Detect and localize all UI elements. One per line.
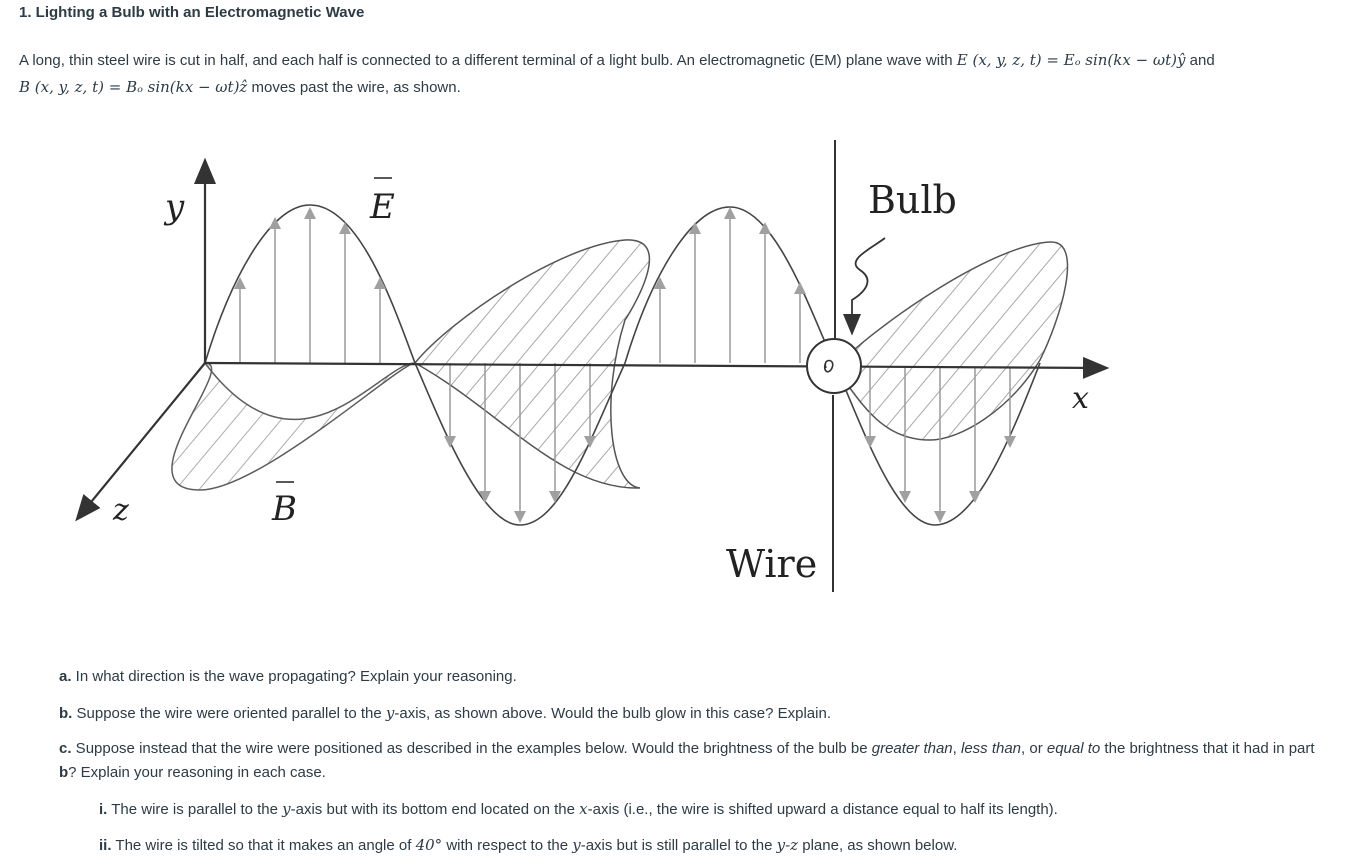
question-c-i-label: i. — [99, 801, 108, 818]
label-b: B — [271, 489, 297, 529]
e-field-arrows — [234, 207, 1016, 523]
question-c-pre: Suppose instead that the wire were posit… — [71, 740, 872, 757]
question-c: c. Suppose instead that the wire were po… — [59, 737, 1319, 785]
question-c-mid: the brightness that it had in part — [1100, 740, 1315, 757]
e-lobe-1 — [204, 204, 416, 364]
equation-b-field: B (x, y, z, t) = Bₒ sin(kx − ωt)ẑ — [19, 78, 248, 96]
question-c-i-var2: x — [579, 800, 588, 818]
em-wave-diagram: y E Bulb x z B Wire — [75, 140, 1110, 592]
bulb-pointer — [851, 237, 886, 315]
question-a-label: a. — [59, 668, 72, 685]
question-b-var: y — [385, 704, 395, 722]
question-c-i: i. The wire is parallel to the y-axis bu… — [99, 797, 1058, 822]
question-b-pre: Suppose the wire were oriented parallel … — [72, 705, 386, 722]
question-c-ii-label: ii. — [99, 837, 112, 854]
question-c-ii-var1: y — [572, 836, 581, 854]
question-a-text: In what direction is the wave propagatin… — [71, 668, 517, 685]
question-a: a. In what direction is the wave propaga… — [59, 665, 517, 689]
question-c-equal: equal to — [1046, 740, 1101, 757]
question-c-i-pre: The wire is parallel to the — [107, 801, 283, 818]
question-c-ii-mid: with respect to the — [442, 837, 573, 854]
question-c-greater: greater than — [871, 740, 953, 757]
label-y: y — [163, 187, 185, 227]
question-c-label: c. — [59, 740, 72, 757]
question-c-comma-2: , or — [1021, 740, 1047, 757]
question-b-label: b. — [59, 705, 73, 722]
problem-intro: A long, thin steel wire is cut in half, … — [19, 47, 1339, 101]
e-lobe-2 — [414, 362, 626, 526]
wire — [832, 140, 836, 592]
label-bulb: Bulb — [868, 178, 957, 222]
intro-and: and — [1185, 52, 1215, 69]
question-c-less: less than — [960, 740, 1022, 757]
intro-text-1: A long, thin steel wire is cut in half, … — [19, 52, 957, 69]
question-c-post: ? Explain your reasoning in each case. — [68, 764, 326, 781]
label-e: E — [369, 187, 395, 227]
bulb-circle — [806, 338, 862, 394]
question-b: b. Suppose the wire were oriented parall… — [59, 701, 831, 726]
label-z: z — [112, 493, 129, 528]
question-c-ii-var2: y-z — [776, 836, 799, 854]
bulb — [806, 237, 886, 394]
label-wire: Wire — [726, 542, 817, 586]
problem-title: 1. Lighting a Bulb with an Electromagnet… — [19, 4, 365, 21]
question-c-ii-post: plane, as shown below. — [798, 837, 958, 854]
question-b-post: -axis, as shown above. Would the bulb gl… — [394, 705, 831, 722]
question-c-i-var1: y — [282, 800, 291, 818]
em-wave-figure: y E Bulb x z B Wire — [0, 110, 1150, 605]
question-c-i-mid: -axis but with its bottom end located on… — [290, 801, 580, 818]
x-axis — [204, 356, 1110, 379]
label-x: x — [1072, 381, 1089, 416]
question-c-ii: ii. The wire is tilted so that it makes … — [99, 833, 957, 858]
question-c-ii-angle: 40° — [415, 836, 443, 854]
question-c-i-post: -axis (i.e., the wire is shifted upward … — [587, 801, 1058, 818]
question-c-comma-1: , — [952, 740, 961, 757]
b-lobe-1 — [171, 362, 416, 491]
equation-e-field: E (x, y, z, t) = Eₒ sin(kx − ωt)ŷ — [956, 51, 1186, 69]
z-axis — [75, 362, 206, 522]
intro-text-2: moves past the wire, as shown. — [247, 79, 461, 96]
question-c-b-ref: b — [59, 764, 69, 781]
question-c-ii-pre: The wire is tilted so that it makes an a… — [111, 837, 416, 854]
bulb-filament — [823, 359, 834, 373]
axes — [75, 157, 1110, 522]
question-c-ii-mid2: -axis but is still parallel to the — [580, 837, 777, 854]
